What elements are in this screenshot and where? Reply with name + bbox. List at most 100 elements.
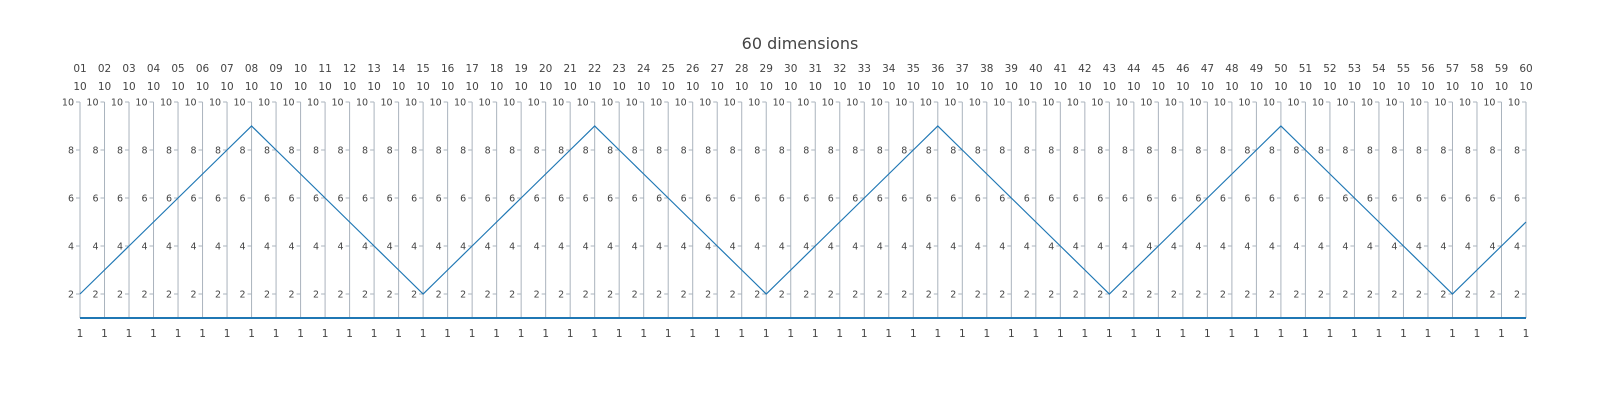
tick-label: 6 [460, 194, 466, 205]
tick-label: 4 [1244, 242, 1250, 253]
tick-label: 6 [1440, 194, 1446, 205]
axis-min-label: 1 [322, 328, 329, 340]
tick-label: 4 [681, 242, 687, 253]
tick-label: 4 [264, 242, 270, 253]
axis-max-label: 10 [956, 81, 969, 93]
axis-max-label: 10 [833, 81, 846, 93]
axis-min-label: 1 [273, 328, 280, 340]
tick-label: 6 [338, 194, 344, 205]
tick-label: 6 [1024, 194, 1030, 205]
axis-min-label: 1 [542, 328, 549, 340]
tick-label: 10 [209, 98, 221, 109]
dimension-label: 04 [147, 63, 161, 75]
tick-label: 6 [901, 194, 907, 205]
tick-label: 6 [485, 194, 491, 205]
tick-label: 6 [215, 194, 221, 205]
tick-label: 10 [454, 98, 466, 109]
axis-min-label: 1 [1057, 328, 1064, 340]
axis-max-label: 10 [1029, 81, 1042, 93]
tick-label: 8 [1171, 146, 1177, 157]
tick-label: 8 [117, 146, 123, 157]
tick-label: 8 [779, 146, 785, 157]
axis-max-label: 10 [809, 81, 822, 93]
tick-label: 2 [436, 290, 442, 301]
tick-label: 4 [1489, 242, 1495, 253]
tick-label: 2 [240, 290, 246, 301]
dimension-label: 59 [1495, 63, 1508, 75]
tick-label: 4 [190, 242, 196, 253]
dimension-label: 13 [367, 63, 380, 75]
tick-label: 10 [184, 98, 196, 109]
tick-label: 4 [1514, 242, 1520, 253]
axis-min-label: 1 [1351, 328, 1358, 340]
tick-label: 4 [1440, 242, 1446, 253]
tick-label: 8 [338, 146, 344, 157]
tick-label: 4 [289, 242, 295, 253]
tick-label: 2 [509, 290, 515, 301]
tick-label: 2 [583, 290, 589, 301]
tick-label: 10 [601, 98, 613, 109]
tick-label: 2 [92, 290, 98, 301]
tick-label: 10 [135, 98, 147, 109]
dimension-label: 29 [760, 63, 773, 75]
tick-label: 2 [1244, 290, 1250, 301]
tick-label: 4 [754, 242, 760, 253]
axis-min-label: 1 [444, 328, 451, 340]
tick-label: 8 [1440, 146, 1446, 157]
axis-max-label: 10 [1103, 81, 1116, 93]
axis-max-label: 10 [1348, 81, 1361, 93]
dimension-label: 33 [858, 63, 871, 75]
axis-min-label: 1 [297, 328, 304, 340]
tick-label: 6 [1073, 194, 1079, 205]
tick-label: 4 [1146, 242, 1152, 253]
axes-group: 0110124681002101246810031012468100410124… [62, 63, 1533, 340]
tick-label: 2 [1146, 290, 1152, 301]
tick-label: 4 [240, 242, 246, 253]
tick-label: 2 [730, 290, 736, 301]
axis-min-label: 1 [910, 328, 917, 340]
tick-label: 10 [331, 98, 343, 109]
axis-min-label: 1 [1523, 328, 1530, 340]
tick-label: 10 [1214, 98, 1226, 109]
tick-label: 2 [803, 290, 809, 301]
dimension-label: 19 [514, 63, 527, 75]
axis-min-label: 1 [861, 328, 868, 340]
tick-label: 8 [485, 146, 491, 157]
tick-label: 8 [1391, 146, 1397, 157]
axis-max-label: 10 [465, 81, 478, 93]
axis-min-label: 1 [885, 328, 892, 340]
tick-label: 6 [92, 194, 98, 205]
dimension-label: 16 [441, 63, 455, 75]
tick-label: 4 [313, 242, 319, 253]
tick-label: 4 [950, 242, 956, 253]
axis-max-label: 10 [612, 81, 625, 93]
tick-label: 6 [975, 194, 981, 205]
tick-label: 10 [381, 98, 393, 109]
axis-min-label: 1 [1229, 328, 1236, 340]
axis-max-label: 10 [392, 81, 405, 93]
tick-label: 2 [117, 290, 123, 301]
tick-label: 10 [1385, 98, 1397, 109]
tick-label: 10 [1434, 98, 1446, 109]
tick-label: 8 [1146, 146, 1152, 157]
tick-label: 10 [577, 98, 589, 109]
tick-label: 2 [999, 290, 1005, 301]
tick-label: 6 [1514, 194, 1520, 205]
tick-label: 4 [436, 242, 442, 253]
tick-label: 8 [534, 146, 540, 157]
tick-label: 8 [1465, 146, 1471, 157]
tick-label: 4 [1122, 242, 1128, 253]
dimension-label: 35 [907, 63, 920, 75]
axis-max-label: 10 [1446, 81, 1459, 93]
